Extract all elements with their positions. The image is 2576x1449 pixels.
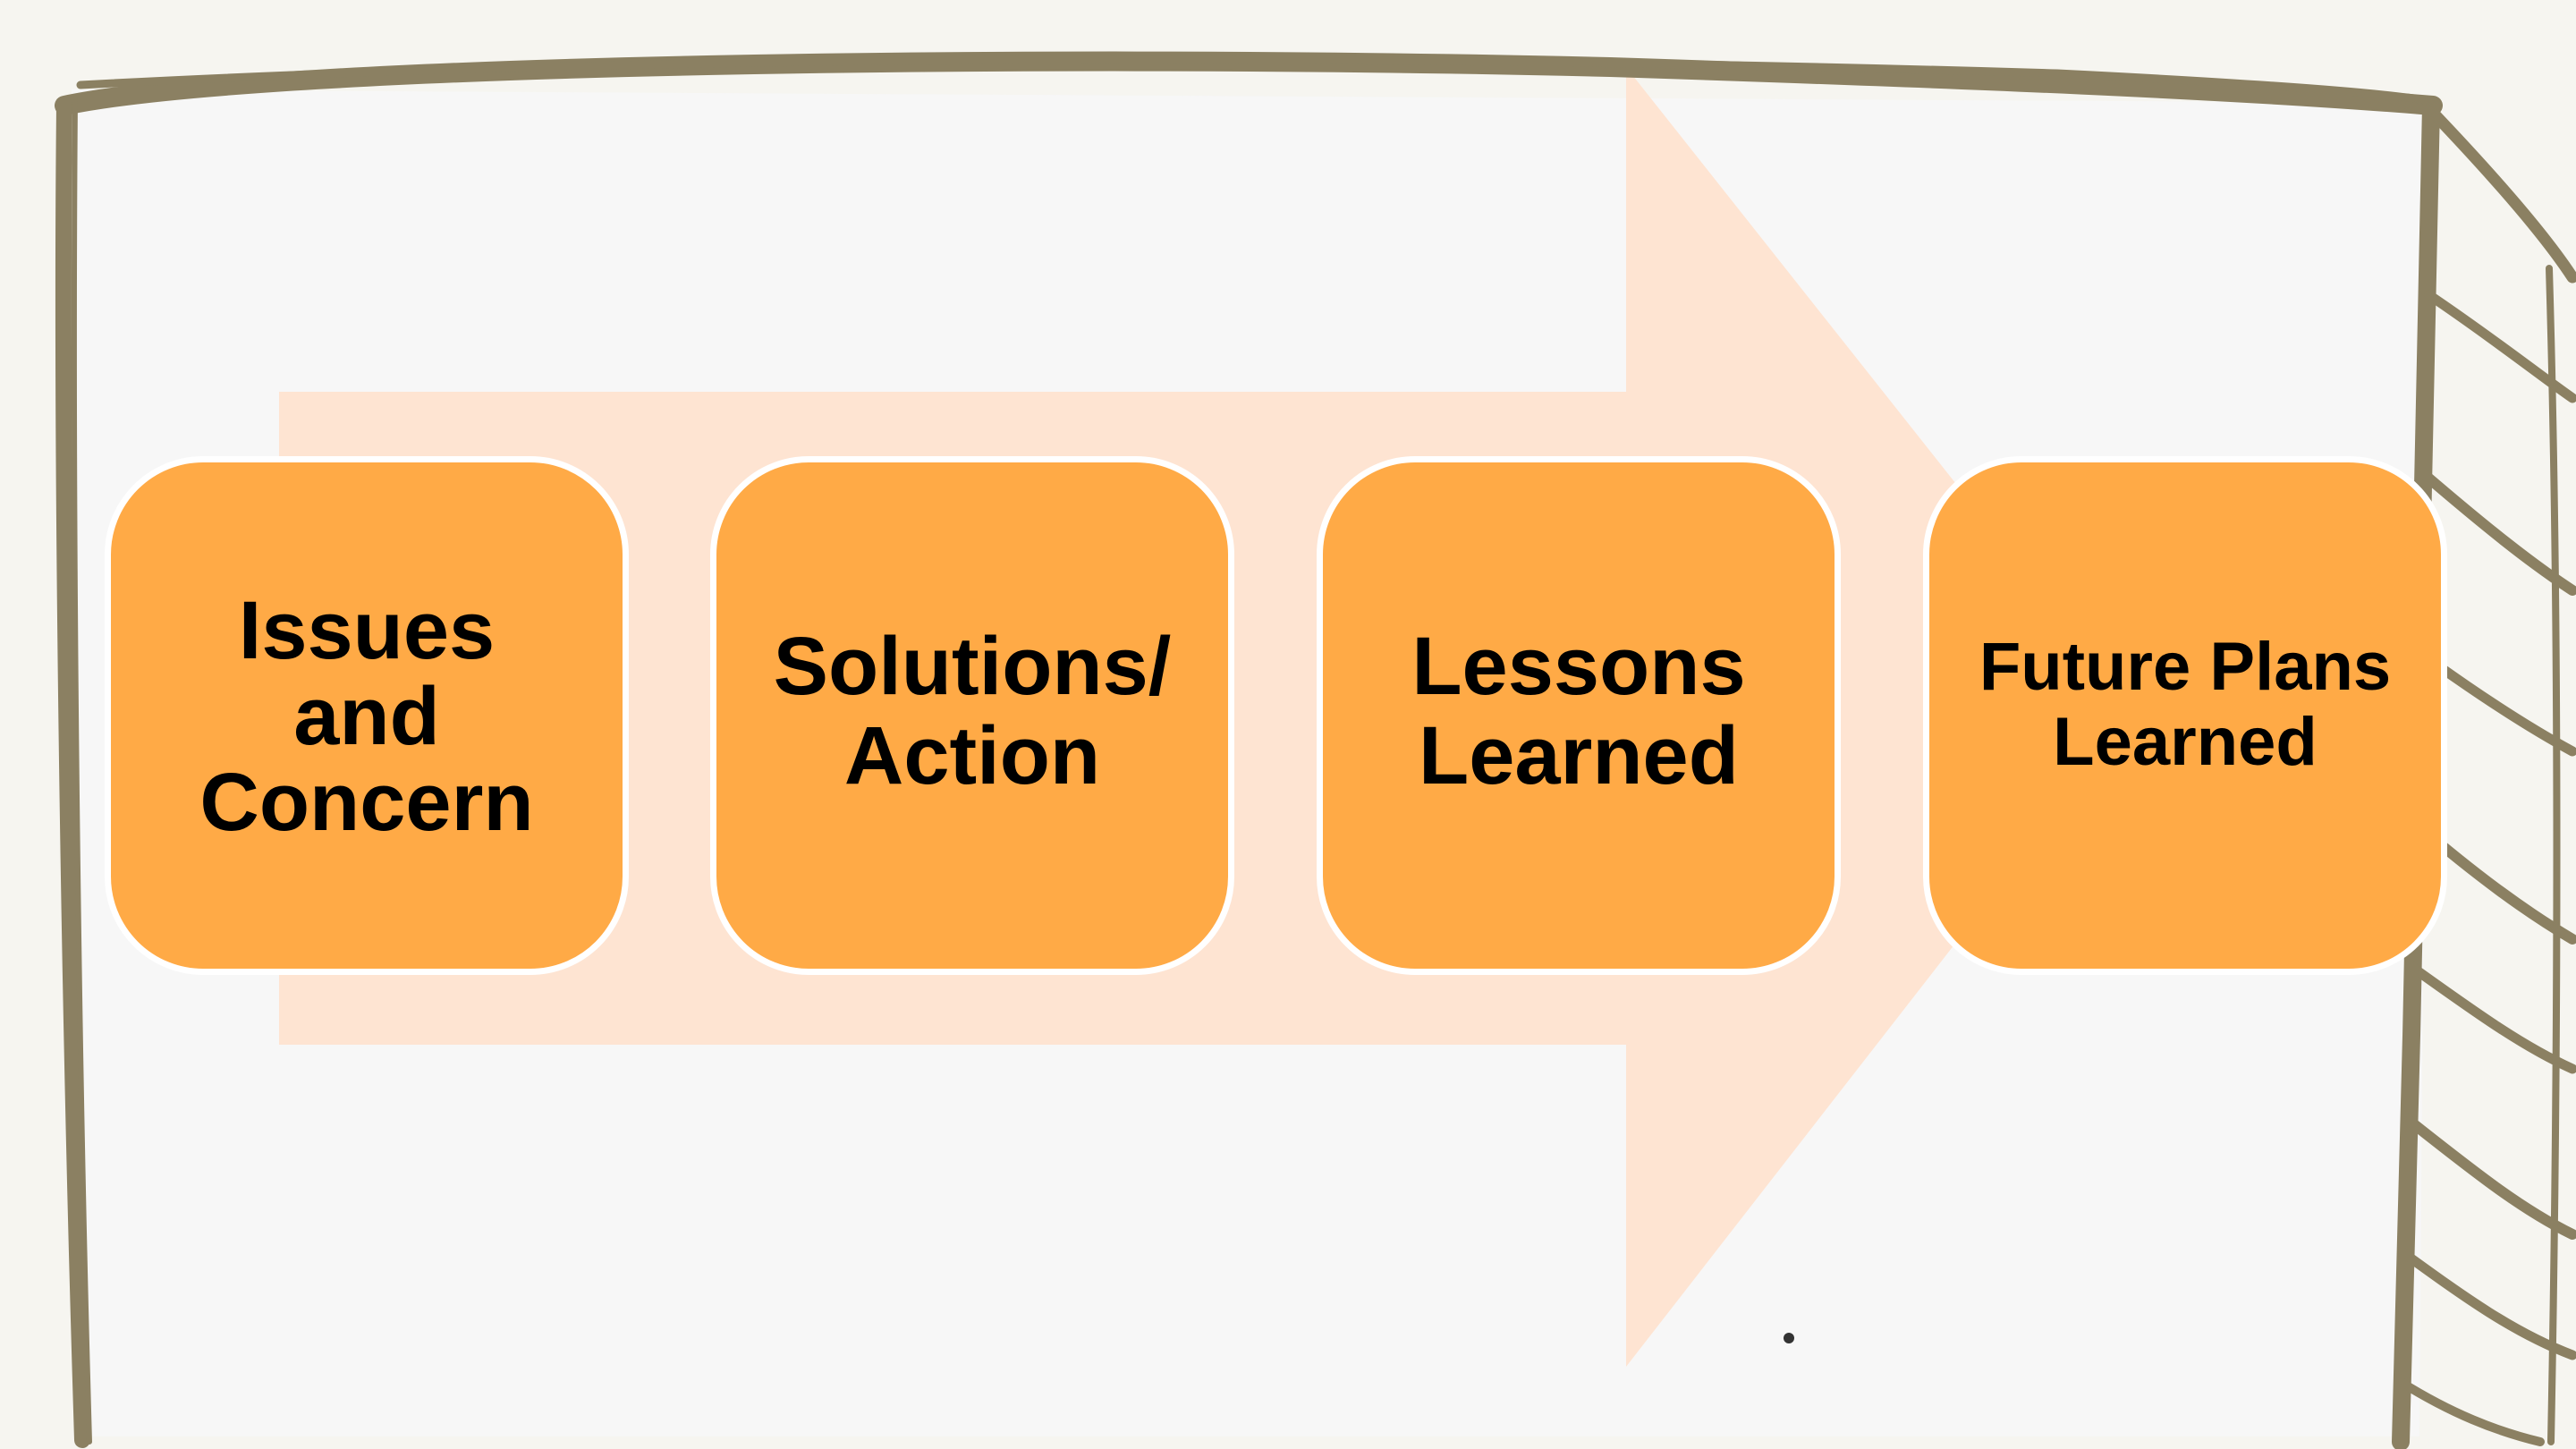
step-lessons-learned: Lessons Learned xyxy=(1317,456,1841,975)
step-future-plans-learned: Future Plans Learned xyxy=(1923,456,2447,975)
stray-dot xyxy=(1784,1333,1794,1343)
step-label: Future Plans Learned xyxy=(1979,629,2392,780)
step-label: Lessons Learned xyxy=(1411,621,1746,801)
step-label: Issues and Concern xyxy=(199,585,534,848)
step-label: Solutions/ Action xyxy=(773,621,1172,801)
step-issues-and-concern: Issues and Concern xyxy=(105,456,629,975)
step-solutions-action: Solutions/ Action xyxy=(710,456,1234,975)
